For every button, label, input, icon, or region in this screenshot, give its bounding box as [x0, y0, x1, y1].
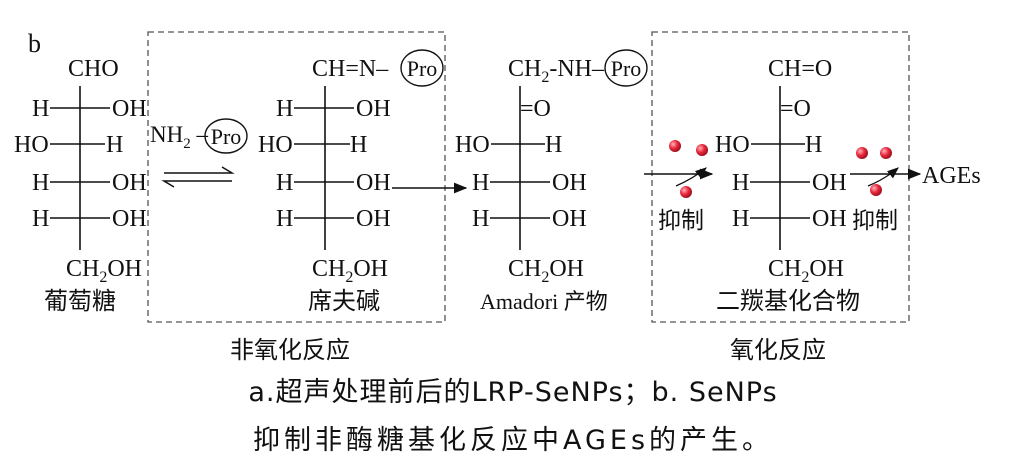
dicarbonyl-row3-right: OH [812, 206, 847, 232]
oxidative-label: 氧化反应 [730, 337, 826, 364]
schiff-row4-right: OH [356, 206, 391, 232]
schiff-base-structure: CH=N– Pro H OH HO H H OH H OH CH2OH 席夫碱 [258, 49, 444, 315]
schiff-row3-right: OH [356, 170, 391, 196]
glucose-name: 葡萄糖 [44, 288, 116, 315]
glucose-top: CHO [68, 56, 119, 82]
amadori-name: Amadori 产物 [480, 289, 608, 314]
schiff-row2-right: H [350, 132, 367, 158]
inhibit-curve [675, 167, 707, 187]
dicarbonyl-bottom: CH2OH [768, 256, 844, 286]
glucose-row2-right: H [106, 132, 123, 158]
reagent-nh2-pro: NH2 – Pro [150, 118, 248, 154]
amadori-bottom: CH2OH [508, 256, 584, 286]
panel-label: b [28, 29, 41, 58]
dicarbonyl-name: 二羰基化合物 [716, 288, 860, 315]
amadori-row2-left: H [472, 170, 489, 196]
inhibition-step-2: 抑制 [850, 147, 922, 233]
inhibit-label-1: 抑制 [658, 208, 704, 233]
glucose-structure: CHO H OH HO H H OH H OH CH2OH 葡萄糖 [14, 56, 147, 315]
schiff-pro-label: Pro [407, 56, 438, 81]
reagent-formula: NH2 – [150, 122, 208, 152]
schiff-row1-right: OH [356, 96, 391, 122]
schiff-row2-left: HO [258, 132, 293, 158]
amadori-row3-left: H [472, 206, 489, 232]
amadori-row2-right: OH [552, 170, 587, 196]
amadori-structure: CH2-NH– Pro =O HO H H OH H OH CH2OH Amad… [455, 49, 648, 314]
glucose-row4-left: H [32, 206, 49, 232]
glucose-row2-left: HO [14, 132, 49, 158]
amadori-pro-label: Pro [611, 56, 642, 81]
senp-particle [680, 186, 692, 198]
dicarbonyl-row2-left: H [732, 170, 749, 196]
amadori-pro-circle [604, 49, 648, 87]
caption-line-1: a.超声处理前后的LRP-SeNPs；b. SeNPs [248, 377, 778, 408]
inhibit-curve [867, 167, 899, 187]
inhibit-label-2: 抑制 [852, 208, 898, 233]
senp-particle [696, 144, 708, 156]
schiff-row1-left: H [276, 96, 293, 122]
amadori-row1-left: HO [455, 132, 490, 158]
schiff-row4-left: H [276, 206, 293, 232]
product-ages: AGEs [922, 163, 981, 189]
senp-particle [669, 140, 681, 152]
dicarbonyl-carbonyl: =O [780, 96, 811, 122]
amadori-row1-right: H [545, 132, 562, 158]
amadori-row3-right: OH [552, 206, 587, 232]
glucose-row1-right: OH [112, 96, 147, 122]
amadori-top: CH2-NH– [508, 56, 605, 86]
non-oxidative-box [147, 31, 446, 323]
dicarbonyl-row1-right: H [805, 132, 822, 158]
glucose-bottom: CH2OH [66, 256, 142, 286]
amadori-carbonyl: =O [520, 96, 551, 122]
reagent-pro-circle [204, 118, 248, 154]
dicarbonyl-structure: CH=O =O HO H H OH H OH CH2OH 二羰基化合物 [715, 56, 860, 315]
senp-particle [870, 184, 882, 196]
inhibition-step-1: 抑制 [644, 140, 714, 233]
caption-line-2: 抑制非酶糖基化反应中AGEs的产生。 [252, 425, 774, 456]
dicarbonyl-row1-left: HO [715, 132, 750, 158]
schiff-top: CH=N– [312, 56, 389, 82]
glucose-row4-right: OH [112, 206, 147, 232]
senp-particle [880, 147, 892, 159]
equilibrium-arrows [161, 166, 235, 188]
glucose-row3-right: OH [112, 170, 147, 196]
dicarbonyl-row2-right: OH [812, 170, 847, 196]
glucose-row1-left: H [32, 96, 49, 122]
senp-particle [856, 147, 868, 159]
schiff-name: 席夫碱 [308, 288, 380, 315]
non-oxidative-label: 非氧化反应 [230, 337, 350, 364]
schiff-bottom: CH2OH [312, 256, 388, 286]
glucose-row3-left: H [32, 170, 49, 196]
reagent-pro-label: Pro [211, 124, 242, 149]
schiff-pro-circle [400, 49, 444, 87]
dicarbonyl-top: CH=O [768, 56, 832, 82]
schiff-row3-left: H [276, 170, 293, 196]
dicarbonyl-row3-left: H [732, 206, 749, 232]
